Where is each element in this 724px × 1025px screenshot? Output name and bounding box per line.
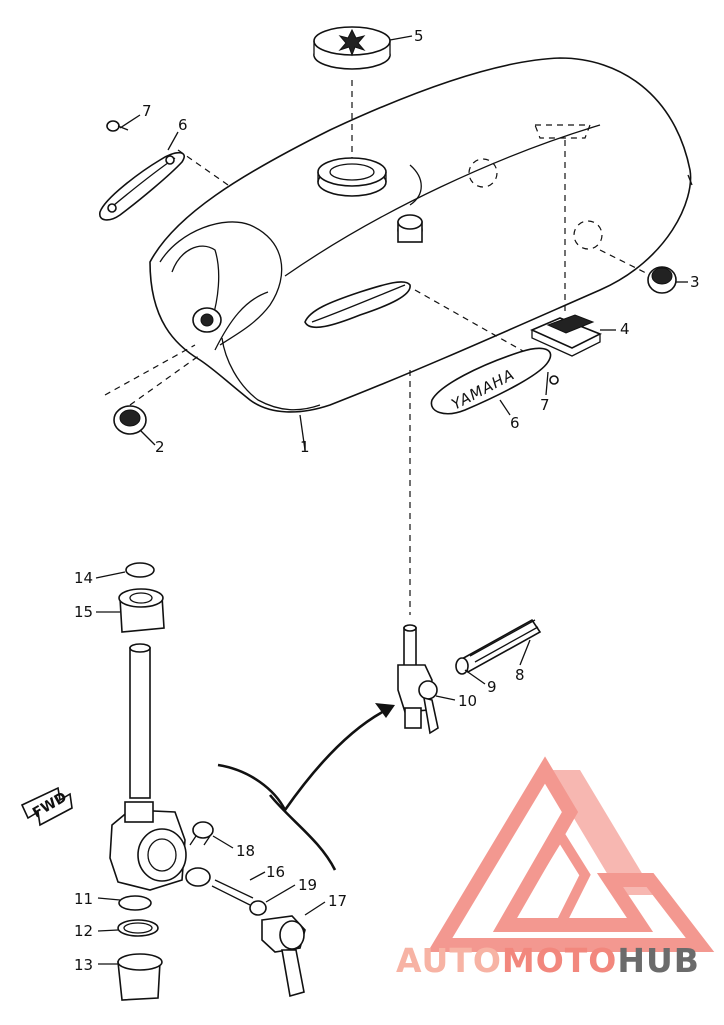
watermark-hub: HUB [617,941,700,980]
emblem-plate-left [99,151,185,221]
callout-7-right: 7 [540,396,550,414]
watermark-moto: MOTO [502,941,617,980]
callout-leaders [95,35,688,965]
callout-7-left: 7 [142,102,152,120]
callout-5: 5 [414,27,424,45]
callout-11: 11 [74,890,93,908]
callout-18: 18 [236,842,255,860]
assembly-guide-lines [104,80,651,615]
callout-3: 3 [690,273,700,291]
callout-10: 10 [458,692,477,710]
callout-19: 19 [298,876,317,894]
callout-9: 9 [487,678,497,696]
callout-2: 2 [155,438,165,456]
watermark-logo-mark [427,756,715,952]
rubber-damper-rear [647,266,677,294]
assembly-arrow [217,703,395,871]
callout-6-left: 6 [178,116,188,134]
callout-16: 16 [266,863,285,881]
fuel-tank [149,57,693,451]
seat-cushion-pad [530,314,602,357]
rubber-damper-front [113,405,147,435]
callout-17: 17 [328,892,347,910]
callout-4: 4 [620,320,630,338]
callout-12: 12 [74,922,93,940]
callout-numbers: 1 2 3 4 5 6 6 7 7 8 9 10 11 12 13 14 15 … [74,27,700,974]
watermark-text: AUTOMOTOHUB [396,941,700,980]
fuel-cock-exploded [109,562,306,1001]
callout-14: 14 [74,569,93,587]
watermark-auto: AUTO [396,941,502,980]
fuel-cap [313,26,391,70]
screw-top-left [106,120,129,132]
fuel-strainer [455,618,542,675]
forward-direction-indicator: FWD [20,786,73,827]
yamaha-emblem: YAMAHA [430,347,552,415]
fuel-cock-assembled [397,624,439,735]
callout-13: 13 [74,956,93,974]
callout-15: 15 [74,603,93,621]
callout-1: 1 [300,438,310,456]
screw-right [549,375,559,385]
svg-text:AUTOMOTOHUB: AUTOMOTOHUB [396,941,700,980]
callout-8: 8 [515,666,525,684]
callout-6-right: 6 [510,414,520,432]
filler-neck-ring [317,157,387,197]
